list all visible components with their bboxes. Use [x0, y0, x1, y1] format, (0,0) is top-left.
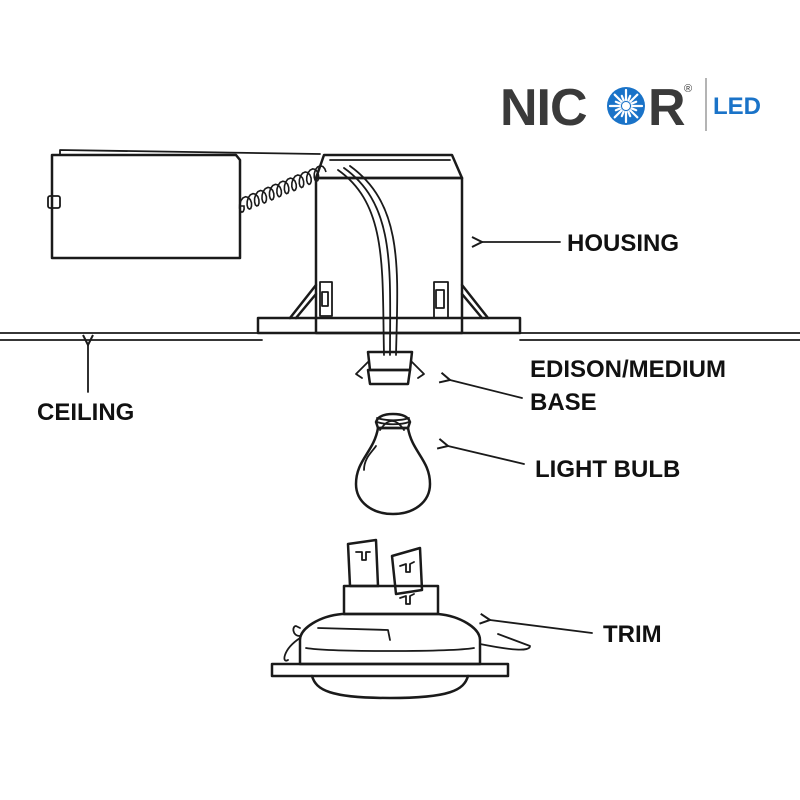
light-bulb [354, 412, 432, 516]
logo-star-ray [620, 110, 625, 118]
nicor-led-logo: NIC R ® LED [500, 78, 761, 137]
housing-label: HOUSING [567, 230, 679, 257]
housing [256, 153, 522, 335]
logo-star-icon [607, 87, 645, 125]
logo-star-ray [614, 107, 622, 112]
logo-star-ray [629, 109, 639, 119]
base-label-line1: EDISON/MEDIUM [530, 356, 726, 383]
trim [270, 538, 531, 700]
logo-star-ray [627, 110, 632, 118]
light-bulb-label: LIGHT BULB [535, 456, 680, 483]
logo-star-ray [630, 100, 638, 105]
bulb-callout: LIGHT BULB [448, 446, 680, 483]
ceiling-label: CEILING [37, 399, 134, 426]
logo-suffix-led: LED [713, 93, 761, 120]
logo-star-ray [613, 93, 623, 103]
edison-socket [355, 350, 425, 386]
trim-label: TRIM [603, 621, 662, 648]
coiled-cable [238, 164, 327, 214]
ceiling [0, 332, 800, 341]
junction-box [47, 149, 321, 260]
logo-star-ray [614, 100, 622, 105]
logo-star-ray [629, 93, 639, 103]
logo-wordmark-nic: NIC [500, 79, 587, 137]
logo-star-ray [613, 109, 623, 119]
logo-star-ray [627, 94, 632, 102]
housing-callout: HOUSING [482, 230, 679, 257]
logo-star-ray [620, 94, 625, 102]
base-label-line2: BASE [530, 389, 597, 416]
logo-registered-mark: ® [684, 83, 692, 95]
logo-wordmark-r: R [648, 79, 686, 137]
logo-star-ray [630, 107, 638, 112]
coiled-cable-path [238, 164, 327, 214]
ceiling-callout: CEILING [37, 345, 134, 426]
socket-wires [337, 165, 399, 356]
base-callout: EDISON/MEDIUM BASE [450, 356, 726, 416]
trim-callout: TRIM [490, 620, 662, 648]
